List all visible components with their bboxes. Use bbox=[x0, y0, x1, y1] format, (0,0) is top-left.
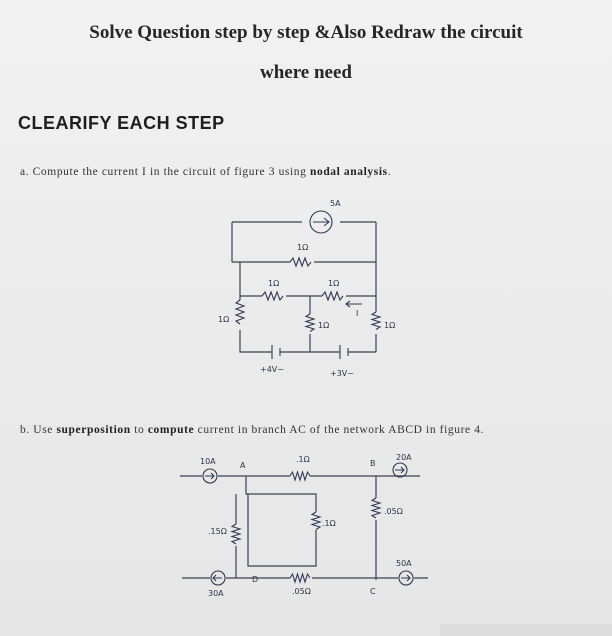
fig4-src-bottom-left-label: 30A bbox=[208, 589, 224, 598]
fig3-battery-left bbox=[271, 345, 281, 359]
fig4-src-top-left-label: 10A bbox=[200, 457, 216, 466]
fig4-source-bottom-right bbox=[398, 570, 414, 586]
fig4-node-c: C bbox=[370, 587, 376, 596]
title-line-2: where need bbox=[260, 62, 352, 83]
question-a-suffix: . bbox=[387, 166, 392, 178]
fig3-resistor-mid-right bbox=[321, 290, 344, 302]
fig3-r-top-label: 1Ω bbox=[297, 243, 308, 252]
fig4-arrow-top-left-icon bbox=[205, 472, 215, 480]
fig4-node-b: B bbox=[370, 459, 376, 468]
fig3-r-left-label: 1Ω bbox=[218, 315, 229, 324]
fig4-node-d: D bbox=[252, 575, 258, 584]
fig3-r-mid-right-label: 1Ω bbox=[328, 279, 339, 288]
fig4-r-ab-label: .1Ω bbox=[296, 455, 310, 464]
fig3-source-label: 5A bbox=[330, 199, 341, 208]
fig4-r-ad-label: .15Ω bbox=[208, 527, 227, 536]
question-a-bold: nodal analysis bbox=[309, 166, 388, 178]
question-b-bold-superposition: superposition bbox=[56, 424, 131, 436]
title-line-1: Solve Question step by step &Also Redraw… bbox=[89, 22, 523, 43]
fig4-source-bottom-left bbox=[210, 570, 226, 586]
fig4-resistor-ad bbox=[230, 523, 242, 545]
fig3-current-source bbox=[309, 210, 333, 234]
fig4-source-top-left bbox=[202, 468, 218, 484]
fig4-resistor-bc bbox=[370, 497, 382, 519]
fig3-current-label: I bbox=[356, 309, 358, 318]
fig4-arrow-bottom-right-icon bbox=[401, 574, 411, 582]
taskbar-strip bbox=[440, 624, 612, 636]
fig4-resistor-dc bbox=[289, 572, 311, 584]
question-b-prefix: b. Use bbox=[20, 424, 57, 436]
fig4-src-bottom-right-label: 50A bbox=[396, 559, 412, 568]
fig3-resistor-center bbox=[304, 313, 316, 332]
fig4-arrow-top-right-icon bbox=[395, 466, 405, 474]
fig3-resistor-left bbox=[234, 299, 246, 325]
fig4-r-ac-label: .1Ω bbox=[322, 519, 336, 528]
question-b-mid: to bbox=[130, 424, 148, 436]
fig3-battery-right bbox=[339, 345, 349, 359]
question-b: b. Use superposition to compute current … bbox=[20, 424, 484, 436]
fig4-resistor-ac bbox=[310, 511, 322, 530]
fig4-box-wires bbox=[245, 476, 317, 567]
fig3-r-right-label: 1Ω bbox=[384, 321, 395, 330]
fig4-r-bc-label: .05Ω bbox=[384, 507, 403, 516]
fig3-left-wire bbox=[239, 262, 264, 353]
fig3-battery-left-label: +4V− bbox=[260, 365, 284, 374]
fig3-current-arrow-icon bbox=[345, 300, 362, 308]
fig4-src-top-right-label: 20A bbox=[396, 453, 412, 462]
instruction-heading: CLEARIFY EACH STEP bbox=[18, 113, 225, 133]
fig3-resistor-top bbox=[289, 256, 312, 268]
fig3-r-mid-left-label: 1Ω bbox=[268, 279, 279, 288]
fig3-source-arrow-icon bbox=[313, 217, 330, 227]
question-a: a. Compute the current I in the circuit … bbox=[20, 166, 391, 178]
question-a-prefix: a. Compute the current I in the circuit … bbox=[20, 166, 310, 178]
fig4-r-dc-label: .05Ω bbox=[292, 587, 311, 596]
fig4-arrow-bottom-left-icon bbox=[212, 574, 222, 582]
fig4-resistor-ab bbox=[289, 470, 311, 482]
fig3-top-wires bbox=[231, 221, 377, 262]
fig3-battery-right-label: +3V− bbox=[330, 369, 354, 378]
question-b-bold-compute: compute bbox=[147, 424, 195, 436]
question-b-suffix: current in branch AC of the network ABCD… bbox=[194, 424, 485, 436]
fig3-resistor-right bbox=[370, 311, 382, 330]
fig4-source-top-right bbox=[392, 462, 408, 478]
fig3-resistor-mid-left bbox=[261, 290, 284, 302]
fig3-r-center-label: 1Ω bbox=[318, 321, 329, 330]
fig4-node-a: A bbox=[240, 461, 246, 470]
